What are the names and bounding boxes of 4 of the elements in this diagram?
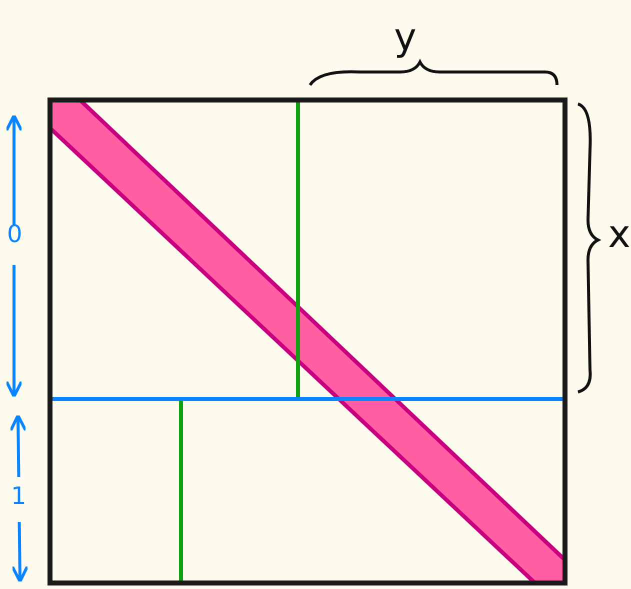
axis-label: x	[608, 215, 630, 253]
axis-label: y	[394, 18, 416, 56]
dimension-label: 1	[11, 484, 26, 508]
dimension-label: 0	[7, 222, 22, 246]
